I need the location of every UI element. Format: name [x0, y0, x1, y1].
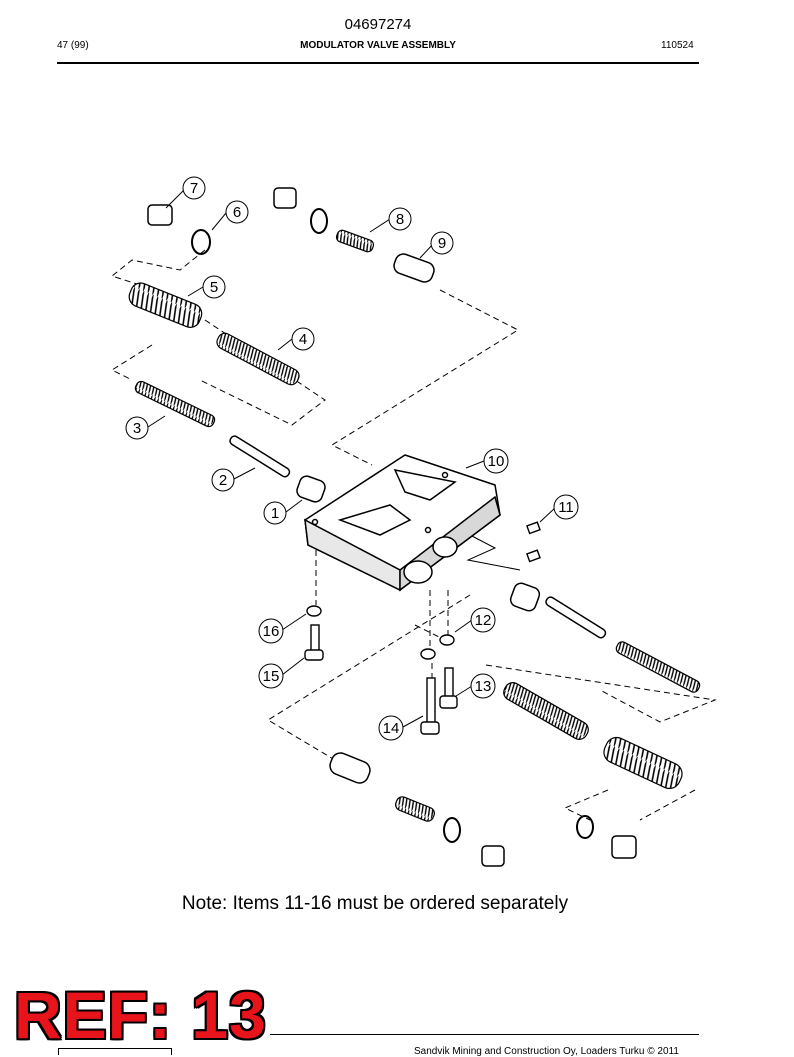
svg-text:11: 11	[558, 499, 574, 516]
fastener-part	[304, 521, 541, 735]
callout-10: 10	[483, 448, 509, 474]
svg-text:1: 1	[271, 505, 279, 522]
document-number: 04697274	[344, 16, 412, 33]
callout-9: 9	[430, 231, 454, 255]
svg-text:13: 13	[475, 678, 492, 695]
ordering-note: Note: Items 11-16 must be ordered separa…	[181, 893, 569, 914]
page-reference: 47 (99)	[57, 40, 89, 51]
section-title: MODULATOR VALVE ASSEMBLY	[300, 40, 456, 51]
o-ring-part	[191, 208, 594, 843]
callout-5: 5	[202, 275, 226, 299]
footer-divider	[270, 1034, 699, 1035]
callout-16: 16	[258, 618, 284, 644]
exploded-parts-diagram: 1 2 3 4 5 6 7 8 9 10 11 12 13 14 15 16	[110, 176, 717, 867]
callout-6: 6	[225, 200, 249, 224]
callout-13: 13	[470, 673, 496, 699]
svg-text:2: 2	[219, 472, 227, 489]
company-logo	[58, 1048, 172, 1055]
svg-text:10: 10	[488, 453, 505, 470]
callout-3: 3	[125, 416, 149, 440]
svg-text:4: 4	[299, 331, 307, 348]
callout-8: 8	[388, 207, 412, 231]
callout-12: 12	[470, 607, 496, 633]
callout-1: 1	[263, 501, 287, 525]
svg-text:15: 15	[263, 668, 280, 685]
callout-15: 15	[258, 663, 284, 689]
callout-14: 14	[378, 715, 404, 741]
callout-2: 2	[211, 468, 235, 492]
svg-text:16: 16	[263, 623, 280, 640]
date-code: 110524	[661, 40, 694, 51]
plug-part	[147, 187, 637, 867]
spring-part	[128, 229, 701, 822]
svg-text:9: 9	[438, 235, 446, 252]
svg-text:6: 6	[233, 204, 241, 221]
svg-text:14: 14	[383, 720, 400, 737]
callout-7: 7	[182, 176, 206, 200]
svg-text:5: 5	[210, 279, 218, 296]
svg-text:8: 8	[396, 211, 404, 228]
callout-4: 4	[291, 327, 315, 351]
valve-body-part	[304, 454, 501, 592]
spool-part	[229, 253, 607, 784]
header-divider	[57, 62, 699, 64]
footer-copyright: Sandvik Mining and Construction Oy, Load…	[414, 1046, 679, 1057]
svg-text:7: 7	[190, 180, 198, 197]
reference-stamp: REF: 13	[14, 978, 267, 1052]
svg-text:3: 3	[133, 420, 141, 437]
callout-11: 11	[553, 494, 579, 520]
svg-text:12: 12	[475, 612, 492, 629]
